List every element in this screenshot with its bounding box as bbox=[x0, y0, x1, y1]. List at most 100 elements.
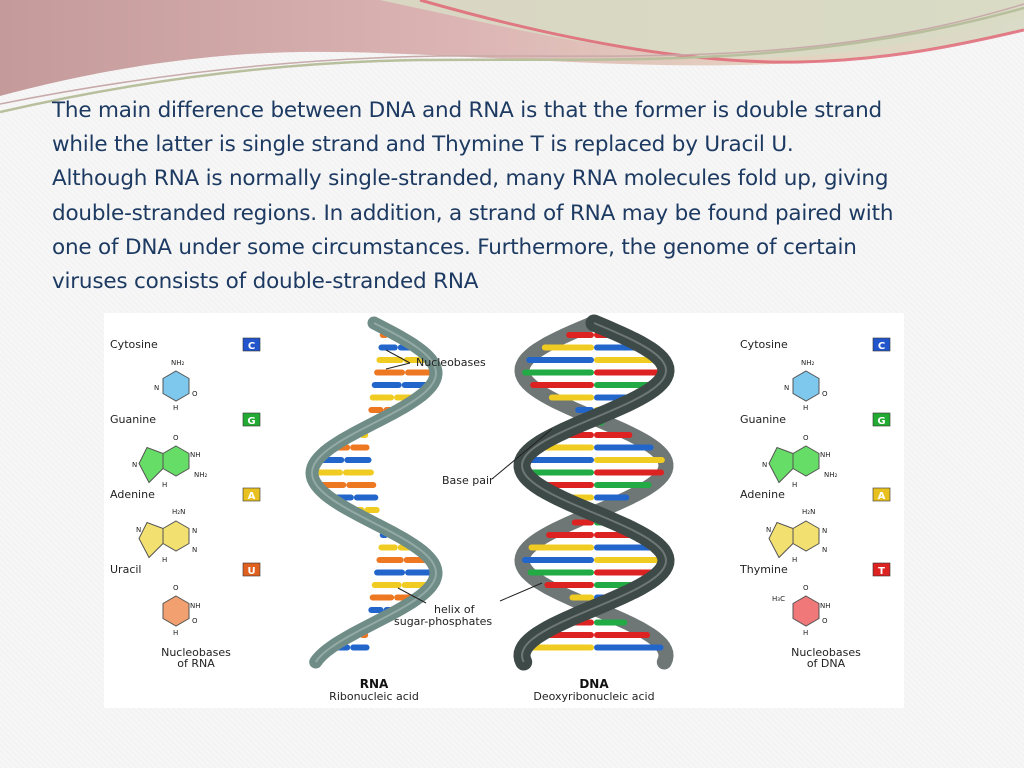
base-ring bbox=[792, 520, 820, 552]
base-rung bbox=[405, 369, 436, 376]
atom-label: N bbox=[192, 527, 197, 535]
atom-label: H₂N bbox=[802, 508, 815, 516]
base-letter: C bbox=[878, 341, 885, 352]
base-name: Cytosine bbox=[110, 338, 158, 351]
base-ring-5 bbox=[138, 521, 164, 559]
atom-label: NH bbox=[190, 602, 201, 610]
base-rung bbox=[566, 332, 594, 338]
base-letter: U bbox=[247, 566, 255, 577]
base-rung bbox=[594, 632, 651, 638]
atom-label: NH bbox=[190, 451, 201, 459]
base-rung bbox=[594, 544, 660, 551]
base-rung bbox=[594, 482, 652, 488]
atom-label: N bbox=[822, 527, 827, 535]
atom-label: O bbox=[803, 584, 809, 592]
atom-label: O bbox=[173, 584, 179, 592]
panel-caption: Nucleobases bbox=[161, 646, 231, 659]
base-rung bbox=[594, 619, 628, 626]
base-rung bbox=[594, 444, 654, 451]
base-rung bbox=[594, 644, 664, 651]
helix-label-line1: helix of bbox=[434, 603, 476, 616]
base-rung bbox=[527, 569, 594, 576]
base-rung bbox=[544, 582, 594, 588]
panel-caption: Nucleobases bbox=[791, 646, 861, 659]
backbone-highlight bbox=[520, 322, 668, 663]
base-rung bbox=[523, 457, 594, 463]
rna-title: RNA bbox=[360, 677, 389, 691]
base-letter-badge bbox=[242, 562, 261, 577]
dna-title: DNA bbox=[579, 677, 609, 691]
nucleobases-label: Nucleobases bbox=[416, 356, 486, 369]
base-name: Cytosine bbox=[740, 338, 788, 351]
base-rung bbox=[594, 357, 662, 363]
base-rung bbox=[522, 369, 594, 376]
atom-label: N bbox=[136, 526, 141, 534]
base-name: Adenine bbox=[110, 488, 155, 501]
base-ring-5 bbox=[768, 521, 794, 559]
atom-label: N bbox=[192, 546, 197, 554]
base-rung bbox=[374, 569, 406, 576]
atom-label: N bbox=[762, 461, 767, 469]
atom-label: H bbox=[792, 556, 797, 564]
atom-label: N bbox=[822, 546, 827, 554]
base-rung bbox=[594, 369, 666, 376]
atom-label: H bbox=[803, 629, 808, 637]
base-rung bbox=[364, 507, 380, 513]
base-rung bbox=[546, 532, 594, 538]
base-letter: T bbox=[878, 566, 885, 577]
base-ring bbox=[792, 445, 820, 477]
base-rung bbox=[353, 494, 379, 501]
base-rung bbox=[524, 644, 594, 651]
base-rung bbox=[594, 494, 630, 501]
base-rung bbox=[541, 344, 594, 351]
base-rung bbox=[350, 644, 370, 651]
text-line: one of DNA under some circumstances. Fur… bbox=[52, 234, 857, 260]
base-ring-5 bbox=[138, 446, 164, 484]
rna-helix bbox=[305, 316, 443, 669]
atom-label: H bbox=[803, 404, 808, 412]
base-ring bbox=[162, 520, 190, 552]
base-rung bbox=[369, 594, 395, 601]
backbone-highlight bbox=[310, 322, 438, 663]
base-rung bbox=[523, 469, 594, 476]
base-rung bbox=[371, 582, 402, 588]
base-rung bbox=[374, 369, 406, 376]
atom-label: H₂N bbox=[172, 508, 185, 516]
base-letter-badge bbox=[242, 487, 261, 502]
base-rung bbox=[594, 469, 665, 476]
base-rung bbox=[548, 394, 594, 401]
base-letter: G bbox=[877, 416, 885, 427]
atom-label: O bbox=[173, 434, 179, 442]
base-rung bbox=[526, 357, 594, 363]
base-ring-5 bbox=[768, 446, 794, 484]
base-rung bbox=[371, 382, 402, 388]
base-ring bbox=[162, 370, 190, 402]
base-rung bbox=[569, 594, 594, 601]
base-letter-badge bbox=[242, 337, 261, 352]
base-rung bbox=[571, 519, 594, 526]
base-rung bbox=[528, 544, 594, 551]
base-name: Guanine bbox=[740, 413, 786, 426]
text-line: double-stranded regions. In addition, a … bbox=[52, 200, 894, 226]
atom-label: H bbox=[792, 481, 797, 489]
atom-label: N bbox=[784, 384, 789, 392]
atom-label: O bbox=[803, 434, 809, 442]
base-ring bbox=[162, 595, 190, 627]
base-name: Thymine bbox=[739, 563, 788, 576]
base-name: Uracil bbox=[110, 563, 141, 576]
rna-subtitle: Ribonucleic acid bbox=[329, 690, 419, 703]
base-name: Guanine bbox=[110, 413, 156, 426]
atom-label: N bbox=[154, 384, 159, 392]
base-ring bbox=[792, 595, 820, 627]
backbone-strand bbox=[305, 316, 443, 669]
base-rung bbox=[405, 569, 436, 576]
base-ring bbox=[792, 370, 820, 402]
panel-caption: of DNA bbox=[807, 657, 846, 670]
base-rung bbox=[350, 444, 370, 451]
base-rung bbox=[312, 469, 343, 476]
base-rung bbox=[522, 557, 594, 563]
base-rung bbox=[378, 344, 398, 351]
base-rung bbox=[378, 544, 398, 551]
